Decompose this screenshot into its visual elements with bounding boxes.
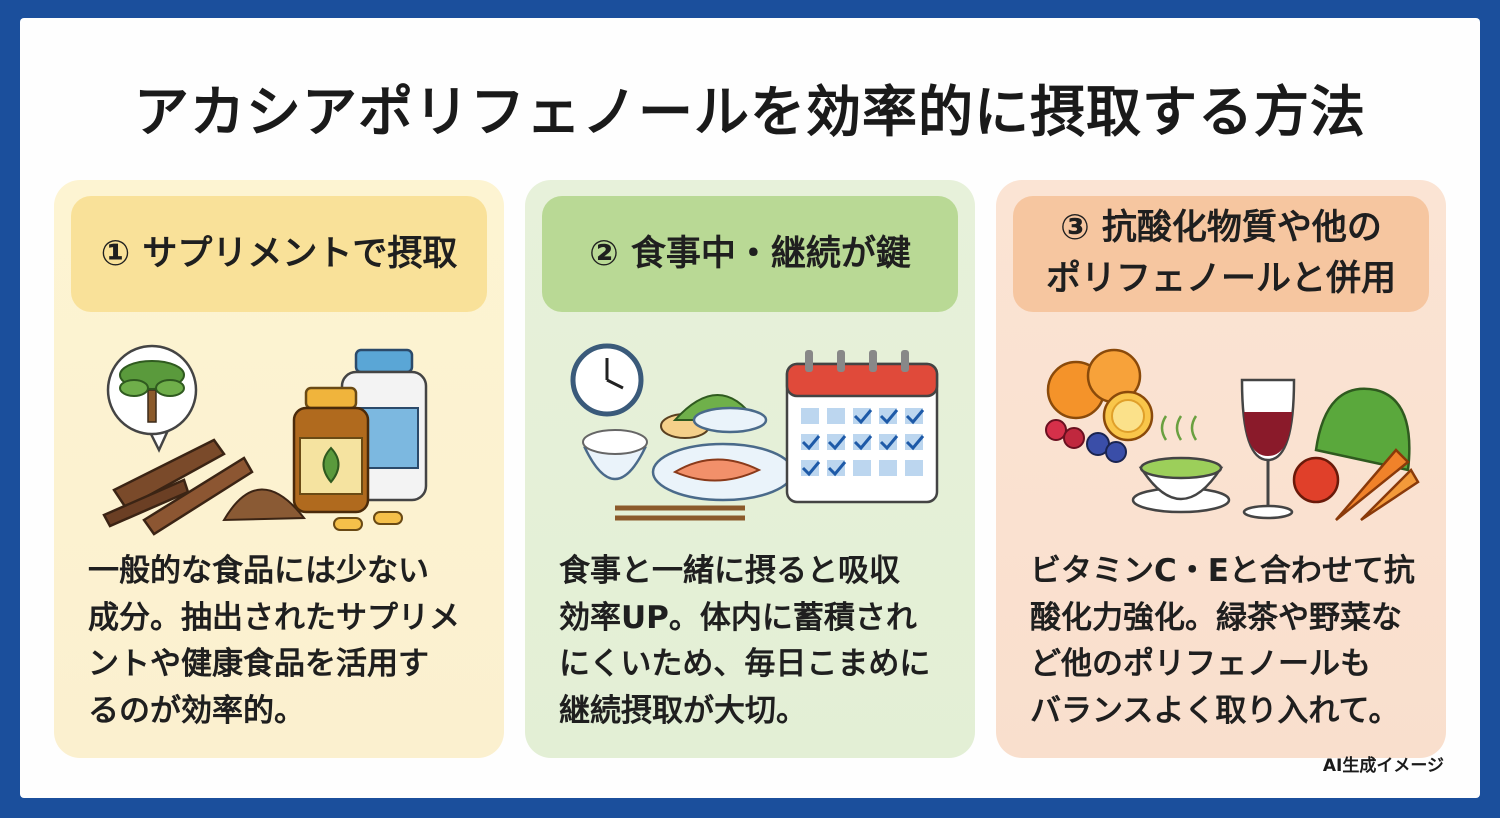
antioxidant-illustration <box>1045 348 1420 522</box>
page-title: アカシアポリフェノールを効率的に摂取する方法 <box>133 80 1366 144</box>
desc-line: るのが効率的。 <box>88 692 305 729</box>
fruits-icon <box>1045 348 1154 463</box>
card-heading: ② 食事中・継続が鍵 <box>542 196 958 312</box>
desc-line: にくいため、毎日こまめに <box>559 646 931 682</box>
card-heading-line: ② 食事中・継続が鍵 <box>589 233 911 274</box>
wine-glass-icon <box>1240 378 1296 520</box>
desc-line: 効率UP。体内に蓄積され <box>559 599 917 636</box>
card-heading-line: ③ 抗酸化物質や他の <box>1060 208 1382 249</box>
card-description: 一般的な食品には少ない 成分。抽出されたサプリメ ントや健康食品を活用す るのが… <box>88 548 488 734</box>
ai-generated-badge: AI生成イメージ <box>1322 756 1444 776</box>
tree-bubble-icon <box>106 344 198 453</box>
green-tea-icon <box>1131 415 1231 514</box>
desc-line: ントや健康食品を活用す <box>88 646 429 682</box>
desc-line: 成分。抽出されたサプリメ <box>88 599 460 636</box>
card-heading-line: ① サプリメントで摂取 <box>100 233 458 274</box>
card-description: 食事と一緒に摂ると吸収 効率UP。体内に蓄積され にくいため、毎日こまめに 継続… <box>559 548 959 734</box>
clock-icon <box>570 343 644 417</box>
card-heading: ① サプリメントで摂取 <box>71 196 487 312</box>
meal-set-icon <box>582 394 795 521</box>
bark-powder-icon <box>102 438 307 536</box>
meal-illustration <box>570 343 939 521</box>
desc-line: 酸化力強化。緑茶や野菜な <box>1030 599 1402 636</box>
desc-line: 継続摂取が大切。 <box>559 692 807 729</box>
desc-line: 食事と一緒に摂ると吸収 <box>559 553 900 589</box>
card-antioxidant-combo: ③ 抗酸化物質や他の ポリフェノールと併用 <box>996 180 1446 758</box>
desc-line: ビタミンC・Eと合わせて抗 <box>1030 553 1415 589</box>
vegetables-icon <box>1292 387 1420 522</box>
desc-line: ど他のポリフェノールも <box>1030 646 1371 682</box>
desc-line: 一般的な食品には少ない <box>88 553 429 589</box>
card-meal-timing: ② 食事中・継続が鍵 <box>525 180 975 758</box>
card-supplement: ① サプリメントで摂取 <box>54 180 504 758</box>
supplement-bottles-icon <box>292 348 428 531</box>
desc-line: バランスよく取り入れて。 <box>1030 692 1400 729</box>
calendar-icon <box>785 350 939 504</box>
supplement-illustration <box>102 344 428 536</box>
card-heading-line: ポリフェノールと併用 <box>1045 259 1396 299</box>
infographic-frame: アカシアポリフェノールを効率的に摂取する方法 ① サプリメントで摂取 <box>20 18 1480 798</box>
card-description: ビタミンC・Eと合わせて抗 酸化力強化。緑茶や野菜な ど他のポリフェノールも バ… <box>1030 548 1430 734</box>
card-heading: ③ 抗酸化物質や他の ポリフェノールと併用 <box>1013 196 1429 312</box>
